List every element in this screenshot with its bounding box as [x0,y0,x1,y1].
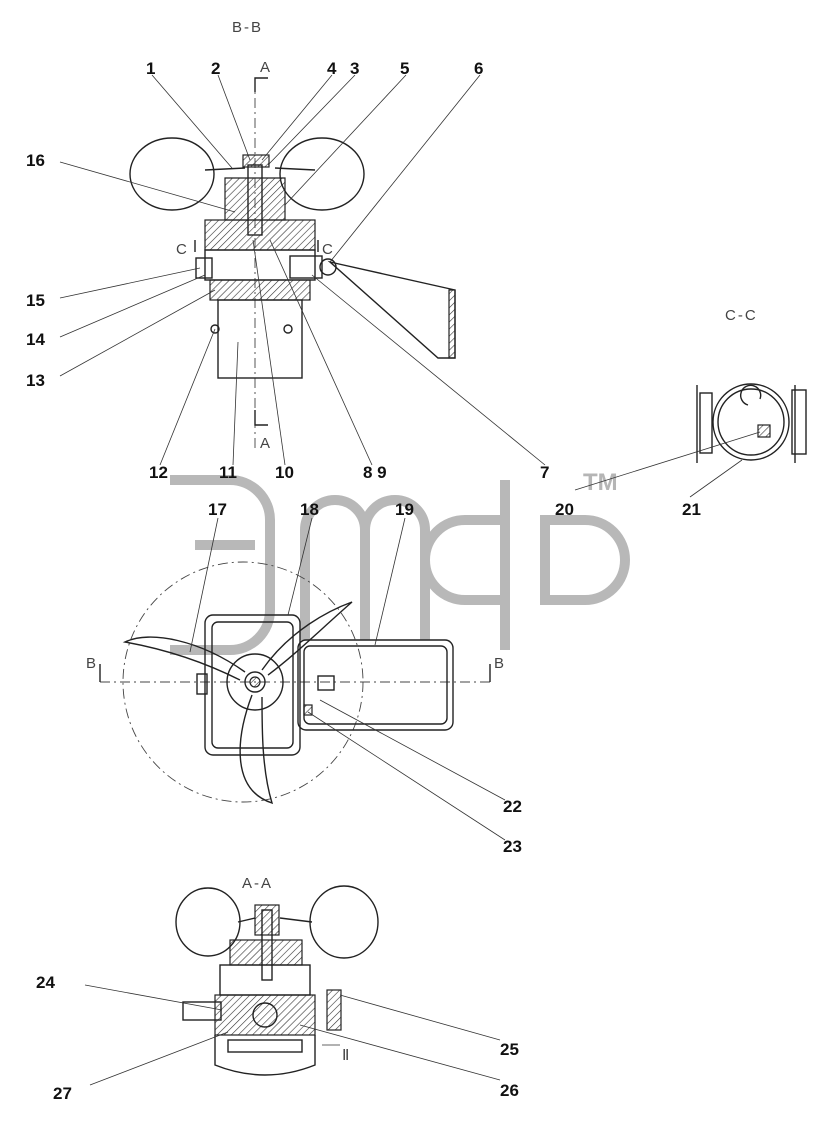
callout-25: 25 [500,1040,519,1059]
callout-23: 23 [503,837,522,856]
view-cc: C-C [574,307,807,498]
callout-24: 24 [36,973,55,992]
tail-vane [327,260,456,359]
watermark-tm: TM [583,469,618,496]
callout-17: 17 [208,500,227,519]
callout-22: 22 [503,797,522,816]
callout-10: 10 [275,463,294,482]
callout-20: 20 [555,500,574,519]
cut-label-a-top: A [260,59,272,76]
cut-label-b-left: B [86,655,98,672]
callout-16: 16 [26,151,45,170]
callout-5: 5 [400,59,409,78]
cut-label-c-left: C [176,241,189,258]
callout-6: 6 [474,59,483,78]
section-title-cc: C-C [725,307,758,324]
callout-19: 19 [395,500,414,519]
callout-2: 2 [211,59,220,78]
callout-26: 26 [500,1081,519,1100]
view-plan: B B [86,517,506,841]
cup-left [129,137,215,211]
callout-14: 14 [26,330,45,349]
callout-12: 12 [149,463,168,482]
callout-15: 15 [26,291,45,310]
detail-label: Ⅱ [342,1047,351,1064]
view-aa: A-A Ⅱ [84,875,501,1086]
watermark-logo: TM [170,469,630,655]
callout-27: 27 [53,1084,72,1103]
cut-label-a-bottom: A [260,435,272,452]
callout-18: 18 [300,500,319,519]
cup-right [279,137,365,211]
callout-1: 1 [146,59,155,78]
callout-8-9: 8 9 [363,463,387,482]
cut-label-c-right: C [322,241,335,258]
callout-3: 3 [350,59,359,78]
callout-labels: 1 2 3 4 5 6 7 8 9 10 11 12 13 14 15 16 1… [26,59,701,1103]
callout-13: 13 [26,371,45,390]
callout-21: 21 [682,500,701,519]
callout-4: 4 [327,59,337,78]
view-bb: B-B A A C C [59,19,546,466]
cut-label-b-right: B [494,655,506,672]
callout-11: 11 [219,463,237,482]
section-title-bb: B-B [232,19,263,36]
section-title-aa: A-A [242,875,273,892]
callout-7: 7 [540,463,549,482]
